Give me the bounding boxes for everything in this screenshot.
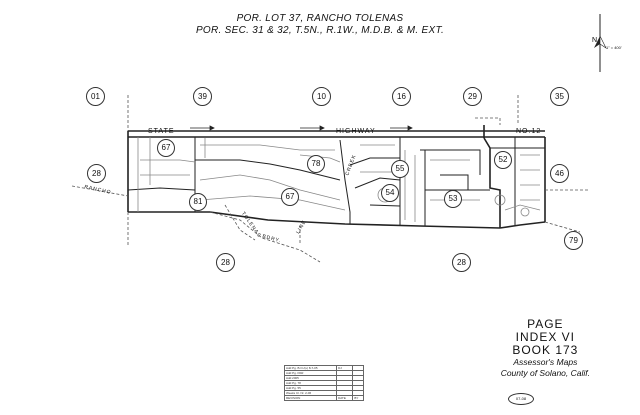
scale-label: 1" = 400' xyxy=(606,45,622,50)
road-label-no12: NO.12 xyxy=(516,128,542,135)
map-index-block: PAGE INDEX VI BOOK 173 Assessor's Maps C… xyxy=(501,318,590,379)
parcel-number-bubble[interactable]: 78 xyxy=(307,155,325,173)
road-label-state: STATE xyxy=(148,128,175,135)
parcel-number-bubble[interactable]: 81 xyxy=(189,193,207,211)
parcel-number-bubble[interactable]: 55 xyxy=(391,160,409,178)
adjacent-page-bubble[interactable]: 79 xyxy=(564,231,583,250)
county-label: County of Solano, Calif. xyxy=(500,368,590,378)
adjacent-page-bubble[interactable]: 10 xyxy=(312,87,331,106)
adjacent-page-bubble[interactable]: 28 xyxy=(216,253,235,272)
parcel-number-bubble[interactable]: 54 xyxy=(381,184,399,202)
book-label: BOOK 173 xyxy=(512,343,579,357)
map-title-line-2: POR. SEC. 31 & 32, T.5N., R.1W., M.D.B. … xyxy=(195,25,445,36)
revision-header: REVISION xyxy=(283,395,338,401)
road-label-highway: HIGHWAY xyxy=(336,128,376,135)
parcel-number-bubble[interactable]: 67 xyxy=(281,188,299,206)
index-page-label: PAGE xyxy=(527,317,564,331)
north-letter: N xyxy=(592,37,597,44)
parcel-number-bubble[interactable]: 53 xyxy=(444,190,462,208)
parcel-number-bubble[interactable]: 67 xyxy=(157,139,175,157)
adjacent-page-bubble[interactable]: 39 xyxy=(193,87,212,106)
adjacent-page-bubble[interactable]: 28 xyxy=(87,164,106,183)
adjacent-page-bubble[interactable]: 16 xyxy=(392,87,411,106)
adjacent-page-bubble[interactable]: 29 xyxy=(463,87,482,106)
reference-oval: 07-08 xyxy=(508,393,534,405)
index-number-label: INDEX VI xyxy=(515,330,576,344)
adjacent-page-bubble[interactable]: 46 xyxy=(550,164,569,183)
assessor-label: Assessor's Maps xyxy=(513,357,578,367)
adjacent-page-bubble[interactable]: 01 xyxy=(86,87,105,106)
parcel-number-bubble[interactable]: 52 xyxy=(494,151,512,169)
revision-header: DATE xyxy=(336,395,354,401)
adjacent-page-bubble[interactable]: 35 xyxy=(550,87,569,106)
north-arrow-icon: N xyxy=(590,14,620,74)
map-title-line-1: POR. LOT 37, RANCHO TOLENAS xyxy=(236,13,404,24)
revision-header: BY xyxy=(352,395,364,401)
adjacent-page-bubble[interactable]: 28 xyxy=(452,253,471,272)
